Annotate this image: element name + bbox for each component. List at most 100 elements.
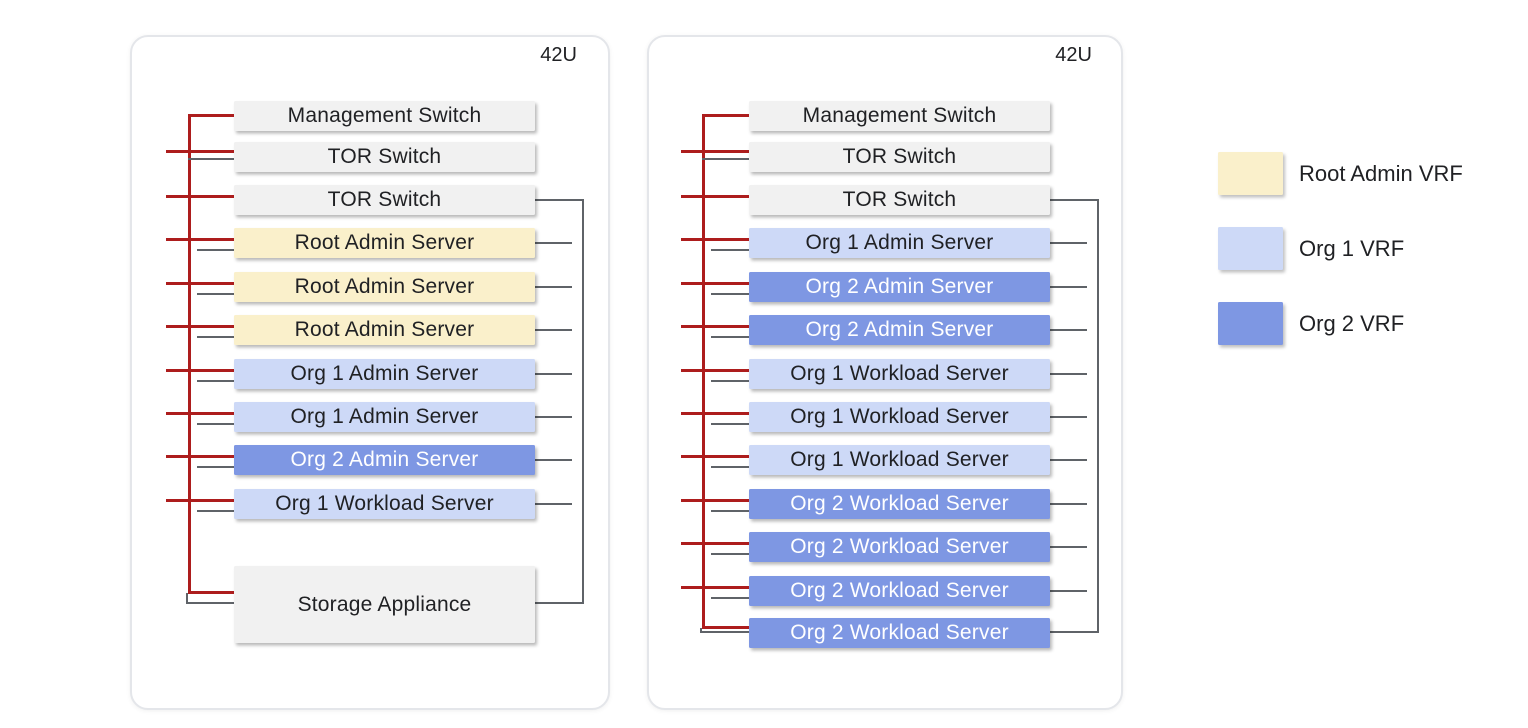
connection-line-red-vertical (188, 114, 191, 594)
node-tor-switch: TOR Switch (749, 185, 1050, 215)
connection-line-gray (535, 602, 584, 604)
connection-line-gray (711, 336, 749, 338)
node-root-admin-server: Root Admin Server (234, 228, 535, 258)
connection-line-red (681, 455, 749, 458)
connection-line-gray (700, 631, 749, 633)
connection-line-gray (1050, 590, 1087, 592)
connection-line-gray (711, 510, 749, 512)
node-org-2-workload-server: Org 2 Workload Server (749, 618, 1050, 648)
connection-line-gray (702, 158, 749, 160)
legend-swatch-org-1-vrf (1218, 227, 1283, 270)
connection-line-gray (197, 249, 234, 251)
node-org-2-workload-server: Org 2 Workload Server (749, 532, 1050, 562)
node-tor-switch: TOR Switch (234, 142, 535, 172)
legend-label-org-1-vrf: Org 1 VRF (1299, 235, 1405, 261)
connection-line-gray (197, 336, 234, 338)
connection-line-gray (1050, 286, 1087, 288)
connection-line-red (166, 325, 234, 328)
connection-line-red (702, 114, 749, 117)
node-org-1-workload-server: Org 1 Workload Server (749, 359, 1050, 389)
node-org-1-workload-server: Org 1 Workload Server (749, 445, 1050, 475)
legend-swatch-root-admin-vrf (1218, 152, 1283, 195)
connection-line-gray (1050, 503, 1087, 505)
legend-item-root-admin-vrf: Root Admin VRF (1218, 152, 1463, 195)
connection-line-red (166, 455, 234, 458)
connection-line-gray (1050, 416, 1087, 418)
connection-line-gray (197, 423, 234, 425)
connection-line-gray (700, 628, 702, 633)
node-org-2-admin-server: Org 2 Admin Server (749, 272, 1050, 302)
connection-line-red (166, 282, 234, 285)
node-storage-appliance: Storage Appliance (234, 566, 535, 643)
legend-label-org-2-vrf: Org 2 VRF (1299, 310, 1405, 336)
node-org-1-admin-server: Org 1 Admin Server (749, 228, 1050, 258)
connection-line-gray (197, 466, 234, 468)
connection-line-red (681, 195, 749, 198)
connection-line-gray (188, 158, 234, 160)
legend-item-org-2-vrf: Org 2 VRF (1218, 302, 1404, 345)
node-root-admin-server: Root Admin Server (234, 315, 535, 345)
connection-line-gray (535, 503, 572, 505)
connection-line-red (188, 591, 234, 594)
connection-line-gray (1050, 631, 1099, 633)
node-tor-switch: TOR Switch (234, 185, 535, 215)
connection-line-gray (1050, 329, 1087, 331)
connection-line-gray (711, 423, 749, 425)
node-org-2-workload-server: Org 2 Workload Server (749, 576, 1050, 606)
connection-line-red (681, 499, 749, 502)
rack-1-capacity-label: 42U (540, 44, 577, 66)
connection-line-gray (1050, 459, 1087, 461)
connection-line-gray (535, 459, 572, 461)
legend-label-root-admin-vrf: Root Admin VRF (1299, 160, 1463, 186)
connection-line-red (166, 150, 234, 153)
connection-line-red (188, 114, 234, 117)
connection-line-gray (535, 286, 572, 288)
connection-line-gray (186, 593, 188, 604)
rack-2-capacity-label: 42U (1055, 44, 1092, 66)
connection-line-gray (197, 380, 234, 382)
legend-item-org-1-vrf: Org 1 VRF (1218, 227, 1404, 270)
connection-line-gray (1050, 199, 1099, 201)
connection-line-gray (535, 199, 584, 201)
connection-line-gray-vertical (582, 199, 584, 604)
node-root-admin-server: Root Admin Server (234, 272, 535, 302)
connection-line-gray (535, 416, 572, 418)
connection-line-red (681, 412, 749, 415)
connection-line-gray (535, 329, 572, 331)
connection-line-gray (711, 466, 749, 468)
connection-line-red (166, 195, 234, 198)
connection-line-gray (197, 293, 234, 295)
connection-line-red (681, 542, 749, 545)
connection-line-red (702, 626, 749, 629)
node-org-2-workload-server: Org 2 Workload Server (749, 489, 1050, 519)
connection-line-gray (535, 373, 572, 375)
connection-line-gray (197, 510, 234, 512)
node-org-1-admin-server: Org 1 Admin Server (234, 359, 535, 389)
node-management-switch: Management Switch (749, 101, 1050, 131)
connection-line-red (681, 282, 749, 285)
node-org-1-workload-server: Org 1 Workload Server (749, 402, 1050, 432)
connection-line-gray (711, 553, 749, 555)
node-management-switch: Management Switch (234, 101, 535, 131)
connection-line-red (681, 369, 749, 372)
connection-line-red (166, 238, 234, 241)
connection-line-red (166, 499, 234, 502)
connection-line-red (681, 325, 749, 328)
connection-line-gray (535, 242, 572, 244)
node-org-1-workload-server: Org 1 Workload Server (234, 489, 535, 519)
connection-line-gray-vertical (1097, 199, 1099, 633)
legend-swatch-org-2-vrf (1218, 302, 1283, 345)
connection-line-red (681, 238, 749, 241)
node-org-1-admin-server: Org 1 Admin Server (234, 402, 535, 432)
connection-line-gray (711, 293, 749, 295)
connection-line-gray (711, 249, 749, 251)
connection-line-red (166, 412, 234, 415)
node-tor-switch: TOR Switch (749, 142, 1050, 172)
connection-line-gray (1050, 546, 1087, 548)
connection-line-gray (1050, 373, 1087, 375)
node-org-2-admin-server: Org 2 Admin Server (234, 445, 535, 475)
connection-line-red (681, 150, 749, 153)
connection-line-gray (1050, 242, 1087, 244)
connection-line-gray (186, 602, 234, 604)
